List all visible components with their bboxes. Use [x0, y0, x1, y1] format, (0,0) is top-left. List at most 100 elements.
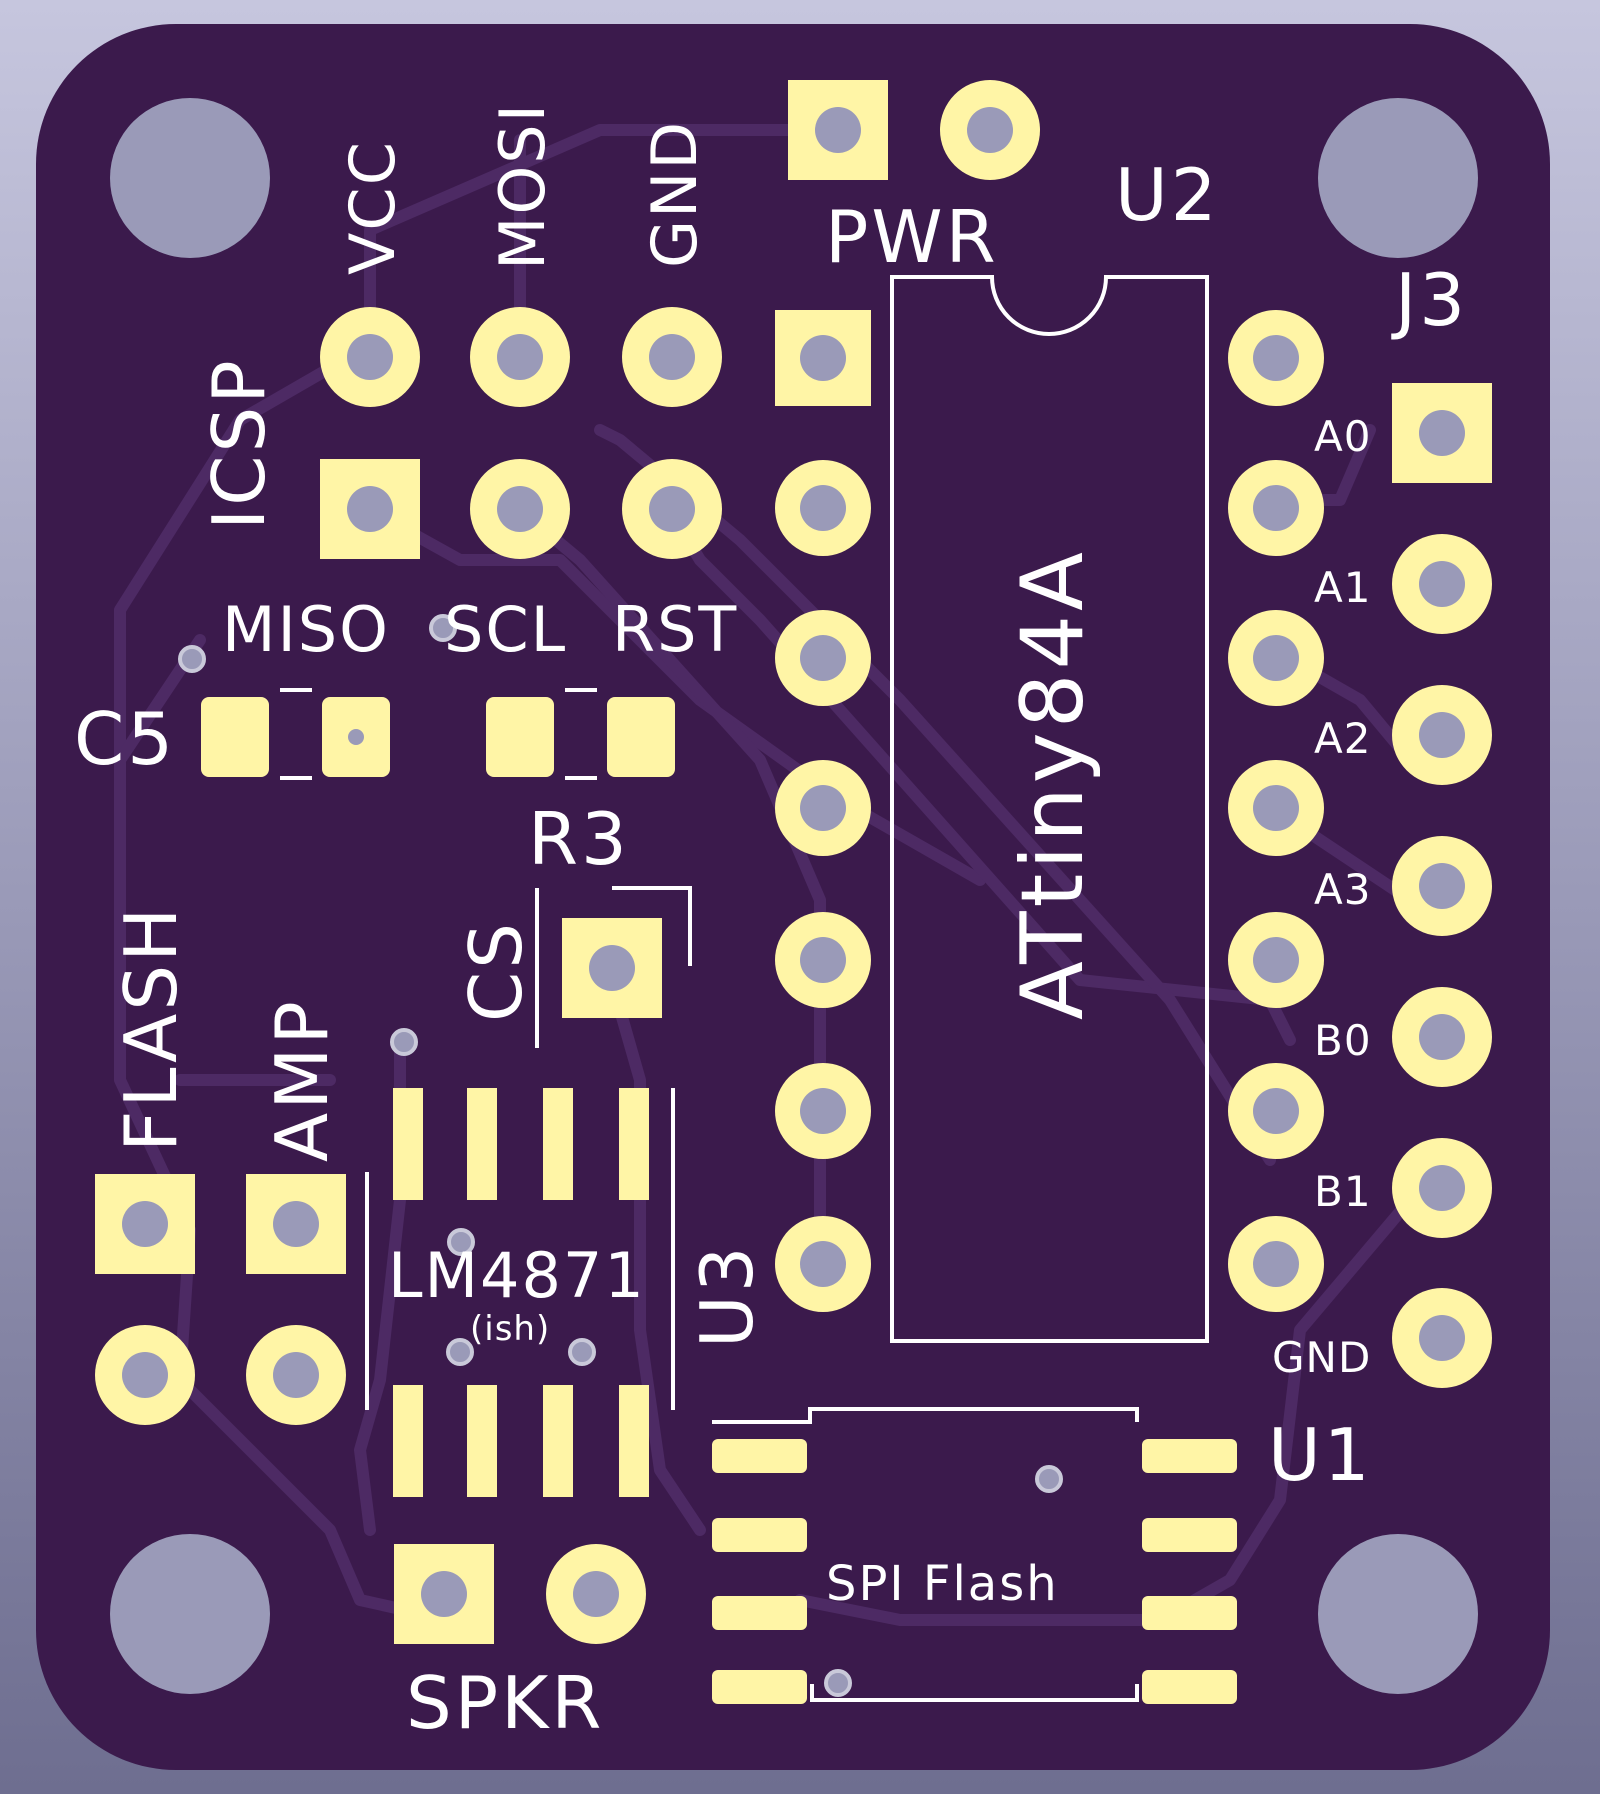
pwr-header	[788, 80, 1040, 180]
c5-via	[348, 729, 364, 745]
u2-attiny84a	[775, 275, 1324, 1343]
spkr-header	[394, 1544, 646, 1644]
u1-silk-top	[712, 1407, 1139, 1424]
attiny84a-label: ATtiny84A	[1003, 548, 1103, 1020]
u2-pin1-drill	[800, 335, 846, 381]
via	[568, 1338, 596, 1366]
rst-label: RST	[612, 593, 738, 666]
via	[446, 1338, 474, 1366]
r3-label: R3	[528, 797, 630, 881]
u3-pin4	[619, 1088, 649, 1200]
j3-pin-a3-label: A3	[1314, 865, 1371, 914]
u2-outline	[890, 275, 1209, 1343]
u1-pin2	[712, 1518, 807, 1552]
r3-pad-1	[486, 697, 554, 777]
u2-label: U2	[1115, 153, 1220, 237]
icsp-rst-drill	[649, 486, 695, 532]
drill	[1253, 785, 1299, 831]
c5-pad-1	[201, 697, 269, 777]
drill	[273, 1352, 319, 1398]
drill	[1419, 1315, 1465, 1361]
j3-pin-b1-label: B1	[1314, 1167, 1372, 1216]
cs-drill	[589, 945, 635, 991]
u2-right-pins	[1228, 310, 1324, 1312]
u3-pin1	[393, 1088, 423, 1200]
drill	[1419, 1165, 1465, 1211]
spkr-label: SPKR	[406, 1661, 604, 1745]
pwr-pin2-drill	[967, 107, 1013, 153]
drill	[800, 785, 846, 831]
drill	[573, 1571, 619, 1617]
mounting-hole-top-right	[1318, 98, 1478, 258]
u1-pin5	[1142, 1670, 1237, 1704]
u3-pin7	[543, 1385, 573, 1497]
drill	[122, 1201, 168, 1247]
via	[390, 1028, 418, 1056]
u1-label: U1	[1268, 1413, 1373, 1497]
u1-pin1	[712, 1439, 807, 1473]
mounting-hole-top-left	[110, 98, 270, 258]
drill	[122, 1352, 168, 1398]
pwr-pin1-drill	[815, 107, 861, 153]
u3-label: U3	[685, 1243, 769, 1348]
via	[447, 1228, 475, 1256]
drill	[1253, 635, 1299, 681]
c5-label: C5	[74, 697, 176, 781]
drill	[421, 1571, 467, 1617]
icsp-scl-drill	[497, 486, 543, 532]
drill	[1419, 1014, 1465, 1060]
u1-pin6	[1142, 1596, 1237, 1630]
r3-pad-2	[607, 697, 675, 777]
spi-flash-label: SPI Flash	[826, 1556, 1059, 1612]
drill	[800, 1088, 846, 1134]
flash-amp-jumpers	[95, 1174, 346, 1425]
lm4871-label: LM4871	[388, 1239, 646, 1312]
j3-pin-a1-label: A1	[1314, 563, 1371, 612]
pwr-label: PWR	[825, 195, 999, 279]
drill	[1419, 712, 1465, 758]
icsp-label: ICSP	[197, 357, 281, 530]
j3-pin-gnd-label: GND	[1272, 1333, 1371, 1382]
icsp-vcc-drill	[347, 334, 393, 380]
drill	[1253, 937, 1299, 983]
via	[178, 645, 206, 673]
drill	[273, 1201, 319, 1247]
u1-pin7	[1142, 1518, 1237, 1552]
j3-pin-b0-label: B0	[1314, 1016, 1372, 1065]
j3-pin-a0-label: A0	[1314, 412, 1371, 461]
u2-left-pins	[775, 460, 871, 1312]
u3-pin8	[619, 1385, 649, 1497]
j3-a0-drill	[1419, 410, 1465, 456]
mosi-label: MOSI	[486, 102, 559, 270]
drill	[1419, 863, 1465, 909]
j3-label: J3	[1391, 258, 1468, 342]
gnd-top-label: GND	[638, 120, 711, 268]
j3-header	[1392, 383, 1492, 1388]
u3-pin5	[393, 1385, 423, 1497]
u3-lm4871	[365, 1088, 675, 1497]
scl-label: SCL	[444, 593, 567, 666]
drill	[1253, 335, 1299, 381]
amp-label: AMP	[260, 998, 344, 1162]
drill	[1253, 485, 1299, 531]
u1-spi-flash	[712, 1407, 1237, 1704]
drill	[1253, 1088, 1299, 1134]
u1-pin4	[712, 1670, 807, 1704]
icsp-header	[320, 307, 722, 559]
cs-label: CS	[454, 920, 538, 1022]
icsp-mosi-drill	[497, 334, 543, 380]
cs-silk-bracket	[612, 886, 692, 966]
icsp-miso-drill	[347, 486, 393, 532]
vcc-label: VCC	[336, 140, 409, 275]
drill	[800, 485, 846, 531]
ish-label: (ish)	[470, 1309, 550, 1349]
vias	[178, 614, 1063, 1697]
u1-pin8	[1142, 1439, 1237, 1473]
r3-resistor	[486, 688, 675, 780]
via	[1035, 1465, 1063, 1493]
u3-pin2	[467, 1088, 497, 1200]
via	[824, 1669, 852, 1697]
u1-pin3	[712, 1596, 807, 1630]
u1-silk-bottom	[810, 1684, 1139, 1702]
